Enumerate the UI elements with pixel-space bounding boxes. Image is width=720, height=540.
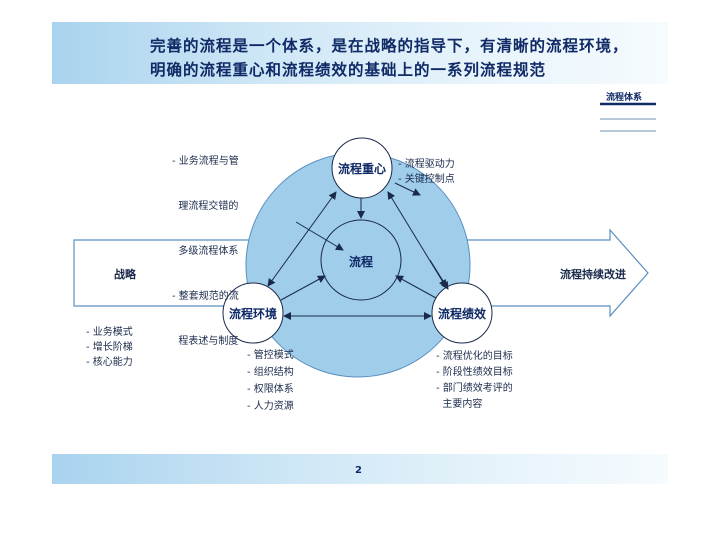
note-item: - 业务流程与管 bbox=[172, 156, 239, 167]
note-item: - 关键控制点 bbox=[398, 174, 455, 185]
note-item: 理流程交错的 bbox=[172, 201, 239, 212]
notes-top-right: - 流程驱动力 - 关键控制点 bbox=[398, 157, 455, 187]
node-center-label: 流程 bbox=[348, 255, 373, 269]
node-left-label: 流程环境 bbox=[228, 307, 277, 321]
note-item: 多级流程体系 bbox=[172, 246, 239, 257]
arrow-circle-top bbox=[394, 182, 421, 196]
note-item: - 权限体系 bbox=[247, 384, 294, 395]
title-banner bbox=[52, 22, 668, 84]
note-item: - 流程驱动力 bbox=[398, 159, 455, 170]
note-item: - 阶段性绩效目标 bbox=[436, 367, 513, 378]
note-item: - 业务模式 bbox=[86, 327, 133, 338]
note-item: - 管控模式 bbox=[247, 350, 294, 361]
note-item: - 核心能力 bbox=[86, 357, 133, 368]
arrow-top-right bbox=[387, 191, 447, 288]
notes-top-left: - 业务流程与管 理流程交错的 多级流程体系 - 整套规范的流 程表述与制度 bbox=[172, 124, 239, 364]
note-item: - 整套规范的流 bbox=[172, 291, 239, 302]
node-right-label: 流程绩效 bbox=[437, 307, 486, 321]
arrow-right-upper bbox=[429, 259, 449, 290]
title-line-2: 明确的流程重心和流程绩效的基础上的一系列流程规范 bbox=[150, 60, 547, 79]
node-top-label: 流程重心 bbox=[337, 162, 386, 176]
title-line-1: 完善的流程是一个体系，是在战略的指导下，有清晰的流程环境， bbox=[150, 36, 629, 55]
node-right-circle bbox=[431, 282, 493, 344]
footer-banner bbox=[52, 454, 668, 484]
note-item: - 增长阶梯 bbox=[86, 342, 133, 353]
notes-left: - 业务模式 - 增长阶梯 - 核心能力 bbox=[86, 325, 133, 370]
node-top-circle bbox=[331, 137, 393, 199]
legend-lines bbox=[600, 102, 656, 132]
legend-label: 流程体系 bbox=[606, 93, 643, 103]
note-item: - 人力资源 bbox=[247, 401, 294, 412]
note-item: - 流程优化的目标 bbox=[436, 351, 513, 362]
note-item: 程表述与制度 bbox=[172, 336, 239, 347]
arrow-left-label: 战略 bbox=[114, 268, 136, 281]
notes-bottom-middle: - 管控模式 - 组织结构 - 权限体系 - 人力资源 bbox=[247, 347, 294, 415]
note-item: - 组织结构 bbox=[247, 367, 294, 378]
note-item: 主要内容 bbox=[436, 399, 483, 410]
arrow-right-label: 流程持续改进 bbox=[560, 268, 626, 281]
arrow-topleft-diagonal bbox=[295, 221, 344, 251]
page-number: 2 bbox=[355, 465, 362, 476]
notes-bottom-right: - 流程优化的目标 - 阶段性绩效目标 - 部门绩效考评的 主要内容 bbox=[436, 349, 513, 413]
arrow-left-top bbox=[267, 191, 337, 287]
note-item: - 部门绩效考评的 bbox=[436, 383, 513, 394]
